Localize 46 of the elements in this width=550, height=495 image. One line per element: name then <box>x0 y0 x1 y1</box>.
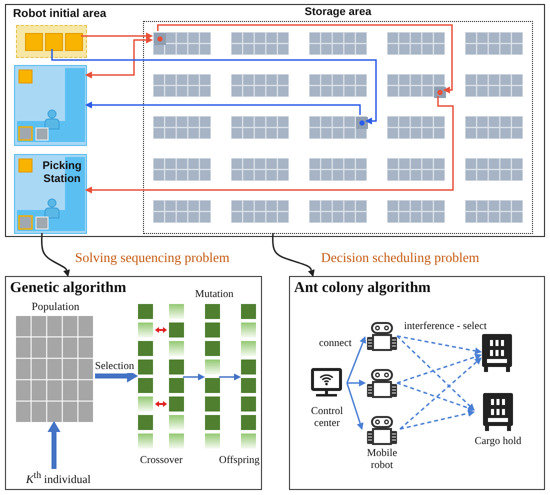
annotation-label: interference - select <box>404 321 487 334</box>
arrow <box>400 410 475 430</box>
arrow <box>396 354 482 384</box>
robot-square <box>65 33 83 51</box>
arrow <box>51 49 377 124</box>
arrow <box>219 374 241 380</box>
arrow <box>346 336 366 384</box>
panel-title: Ant colony algorithm <box>294 280 431 298</box>
column-label: Offspring <box>219 455 260 468</box>
arrow <box>40 232 70 277</box>
arrow <box>396 382 475 412</box>
population-label: Population <box>30 301 80 314</box>
arrow <box>81 32 153 40</box>
panel-title: Genetic algorithm <box>10 280 126 298</box>
robot-square <box>25 33 43 51</box>
area-heading: Storage area <box>304 6 372 19</box>
edge-label: Decision scheduling problem <box>320 250 480 266</box>
area-heading: Robot initial area <box>13 8 106 22</box>
edge-label: Selection <box>94 361 136 374</box>
individual-label: K$^{th}$ individual <box>26 470 91 488</box>
arrow <box>272 232 315 277</box>
arrow <box>85 96 454 194</box>
column-label: Crossover <box>140 455 183 468</box>
arrow <box>400 357 482 430</box>
arrow <box>346 382 364 430</box>
arrow <box>183 374 205 380</box>
station-label: Picking Station <box>41 160 83 186</box>
node-label: Control center <box>310 406 344 430</box>
node-label: Cargo hold <box>474 436 522 448</box>
shelf-slot <box>356 117 368 128</box>
arrow <box>396 335 475 411</box>
warehouse-frame <box>5 4 545 237</box>
arrow <box>85 102 361 115</box>
arrow <box>347 380 366 386</box>
edge-label: Solving sequencing problem <box>74 250 230 266</box>
shelf-slot <box>154 33 166 44</box>
arrow <box>157 24 453 94</box>
algorithm-panel <box>5 276 262 490</box>
arrow <box>95 370 138 382</box>
robot-square <box>45 33 63 51</box>
node-label: Mobile robot <box>366 448 398 472</box>
arrow <box>85 36 153 78</box>
algorithm-panel <box>289 276 545 490</box>
arrow <box>396 335 482 354</box>
arrow <box>48 421 60 469</box>
column-label: Mutation <box>195 289 234 302</box>
